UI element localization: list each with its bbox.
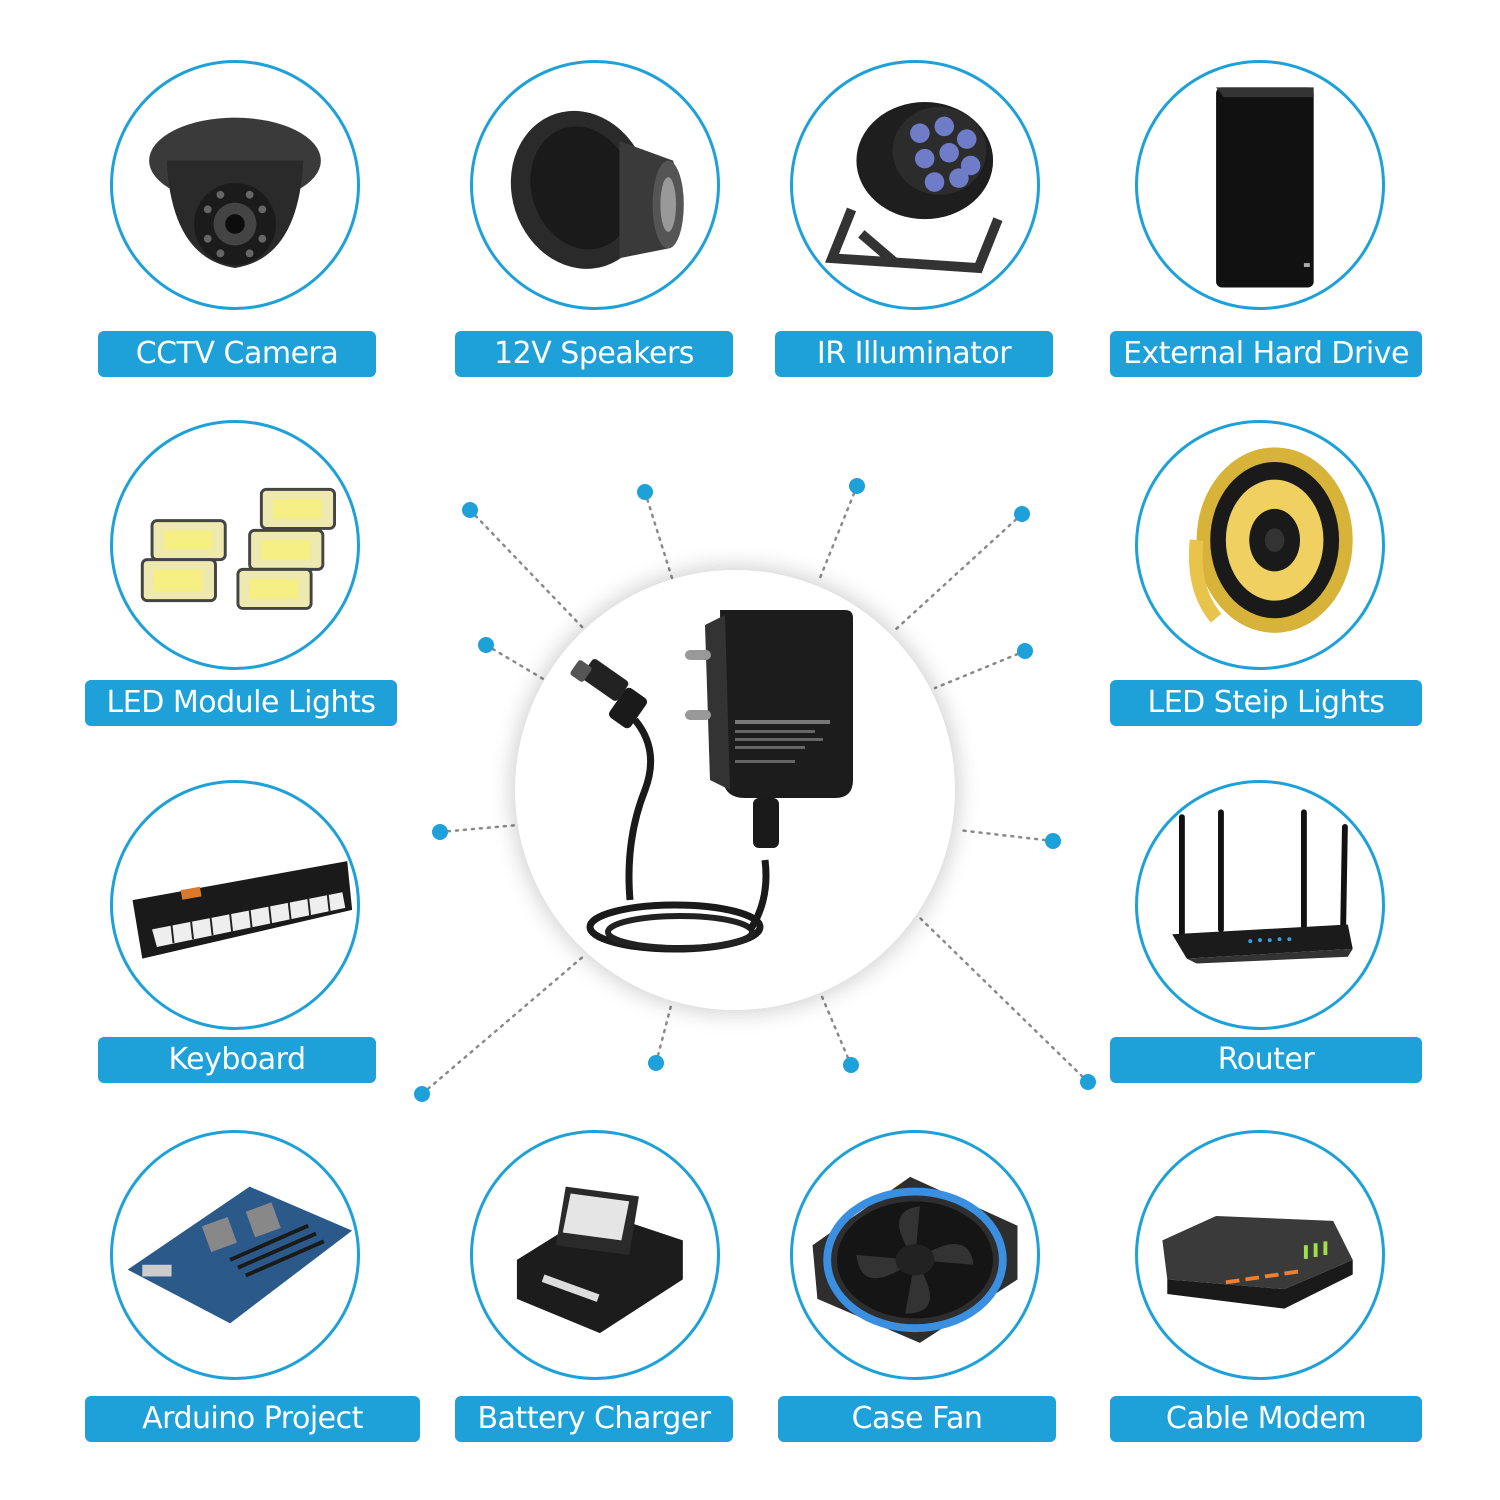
led-strip-lights-circle [1135,420,1385,670]
connector-dot [637,484,653,500]
battery-charger-circle [470,1130,720,1380]
connector-dot [1014,506,1030,522]
connector-dot [648,1055,664,1071]
cctv-camera-circle [110,60,360,310]
label-led-module-lights: LED Module Lights [85,680,397,726]
power-adapter-icon [570,610,853,953]
case-fan-icon [812,1176,1018,1343]
connector-ray-line [918,916,1090,1084]
connector-ray-line [643,490,674,580]
label-case-fan: Case Fan [778,1396,1056,1442]
connector-dot [462,502,478,518]
connector-ray-line [468,508,587,632]
keyboard-circle [110,780,360,1030]
connector-ray-line [933,649,1027,690]
connector-ray-line [818,484,859,580]
label-cable-modem: Cable Modem [1110,1396,1422,1442]
flood-light-icon [140,487,337,610]
center-adapter-disc [515,570,955,1010]
label-arduino-project: Arduino Project [85,1396,420,1442]
connector-dot [1017,643,1033,659]
label-keyboard: Keyboard [98,1037,376,1083]
dome-camera-icon [149,117,321,268]
router-icon [1172,809,1353,964]
connector-dot [849,478,865,494]
label-ir-illuminator: IR Illuminator [775,331,1053,377]
connector-dot [1080,1074,1096,1090]
connector-ray-line [818,990,853,1067]
router-circle [1135,780,1385,1030]
connector-ray-line [956,828,1055,843]
led-module-lights-circle [110,420,360,670]
battery-charger-icon [516,1186,683,1334]
connector-dot [478,637,494,653]
label-router: Router [1110,1037,1422,1083]
arduino-project-circle [110,1130,360,1380]
keyboard-icon [132,861,353,959]
connector-ray-line [484,643,547,682]
label-battery-charger: Battery Charger [455,1396,733,1442]
connector-ray-line [420,953,587,1096]
case-fan-circle [790,1130,1040,1380]
connector-dot [843,1057,859,1073]
hard-drive-icon [1216,87,1314,288]
par-light-icon [825,102,1003,274]
connector-ray-line [654,1000,674,1065]
label-cctv-camera: CCTV Camera [98,331,376,377]
external-hard-drive-circle [1135,60,1385,310]
connector-dot [432,824,448,840]
connector-ray-line [438,823,520,834]
cable-modem-icon [1162,1215,1353,1309]
label-external-hard-drive: External Hard Drive [1110,331,1422,377]
label-12v-speakers: 12V Speakers [455,331,733,377]
label-led-strip-lights: LED Steip Lights [1110,680,1422,726]
connector-dot [1045,833,1061,849]
circuit-board-icon [127,1186,353,1324]
connector-ray-line [893,512,1024,632]
connector-dot [414,1086,430,1102]
speakers-circle [470,60,720,310]
ir-illuminator-circle [790,60,1040,310]
speaker-icon [510,110,684,269]
led-strip-reel-icon [1188,447,1353,633]
cable-modem-circle [1135,1130,1385,1380]
